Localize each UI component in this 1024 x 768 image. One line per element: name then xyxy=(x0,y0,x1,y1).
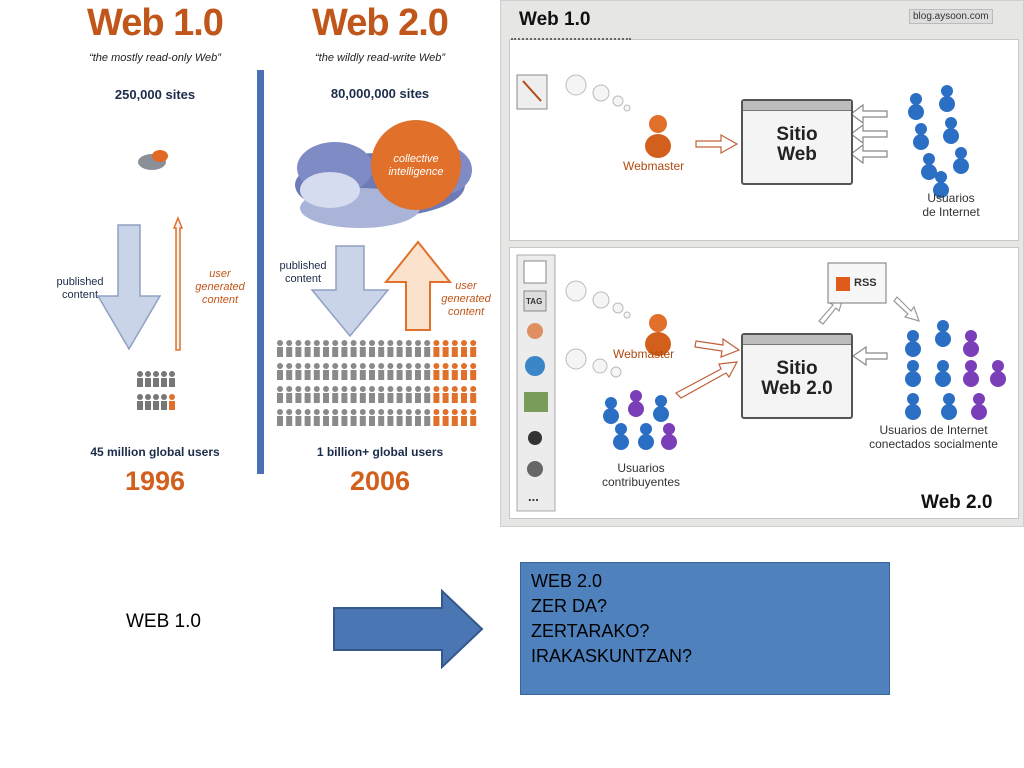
user-arrows xyxy=(850,103,888,165)
web20-section-title: Web 2.0 xyxy=(921,492,993,513)
web10-users: 45 million global users xyxy=(90,445,220,459)
arrow-to-sitio-2 xyxy=(694,337,741,358)
tag-label: TAG xyxy=(526,297,543,306)
web20-year: 2006 xyxy=(349,466,411,496)
web10-users-icons xyxy=(137,371,175,410)
webmaster-icon xyxy=(645,115,671,158)
caption-line: ZER DA? xyxy=(531,596,608,616)
social-users-icons xyxy=(905,320,1006,420)
caption-line: WEB 2.0 xyxy=(531,571,603,591)
thought-bubbles xyxy=(565,74,631,378)
infographic-graphics xyxy=(96,70,477,474)
arrow-to-sitio xyxy=(695,133,739,155)
arrow-to-rss xyxy=(818,297,844,325)
collective-intelligence-cloud-icon xyxy=(295,120,472,228)
arrow-from-contrib xyxy=(675,361,739,399)
column-divider xyxy=(257,70,264,474)
small-cloud-icon xyxy=(138,150,168,170)
published-down-arrow-2 xyxy=(310,245,390,338)
published-down-arrow xyxy=(96,224,162,351)
web20-users-crowd-icons xyxy=(277,340,477,426)
section-divider xyxy=(511,38,631,40)
web-evolution-diagram: Web 1.0 blog.aysoon.com Web 2.0 xyxy=(500,0,1024,527)
web20-title: Web 2.0 xyxy=(312,2,449,44)
source-label: blog.aysoon.com xyxy=(909,9,993,24)
toolbar-icons xyxy=(523,260,548,477)
web1-vs-web2-infographic: Web 1.0 “the mostly read-only Web” 250,0… xyxy=(0,0,500,510)
arrow-from-social xyxy=(851,345,888,367)
web10-subtitle: “the mostly read-only Web” xyxy=(89,52,221,64)
web10-title: Web 1.0 xyxy=(87,2,224,44)
rss-label: RSS xyxy=(854,277,877,289)
webmaster-icon-2 xyxy=(645,314,671,356)
web20-caption-box: WEB 2.0 ZER DA? ZERTARAKO? IRAKASKUNTZAN… xyxy=(520,562,890,695)
right-arrow-icon xyxy=(333,588,484,670)
web10-label: WEB 1.0 xyxy=(126,611,201,632)
arrow-from-rss xyxy=(893,296,920,322)
contributor-users-icons xyxy=(603,390,677,450)
ugc-up-arrow-2 xyxy=(383,240,453,331)
web20-sites: 80,000,000 sites xyxy=(330,86,430,101)
caption-line: IRAKASKUNTZAN? xyxy=(531,646,693,666)
web10-year: 1996 xyxy=(124,466,186,496)
webmaster-label-2: Webmaster xyxy=(613,347,675,361)
diagram-graphics xyxy=(516,74,1006,512)
web10-sites: 250,000 sites xyxy=(114,87,196,102)
web20-subtitle: “the wildly read-write Web” xyxy=(314,52,445,64)
internet-users-icons xyxy=(908,85,969,198)
web20-users: 1 billion+ global users xyxy=(316,445,444,459)
more-tools-label: ... xyxy=(528,489,539,504)
webmaster-label: Webmaster xyxy=(623,159,685,173)
web10-section-title: Web 1.0 xyxy=(519,9,591,30)
ugc-up-arrow xyxy=(172,215,184,351)
caption-line: ZERTARAKO? xyxy=(531,621,650,641)
